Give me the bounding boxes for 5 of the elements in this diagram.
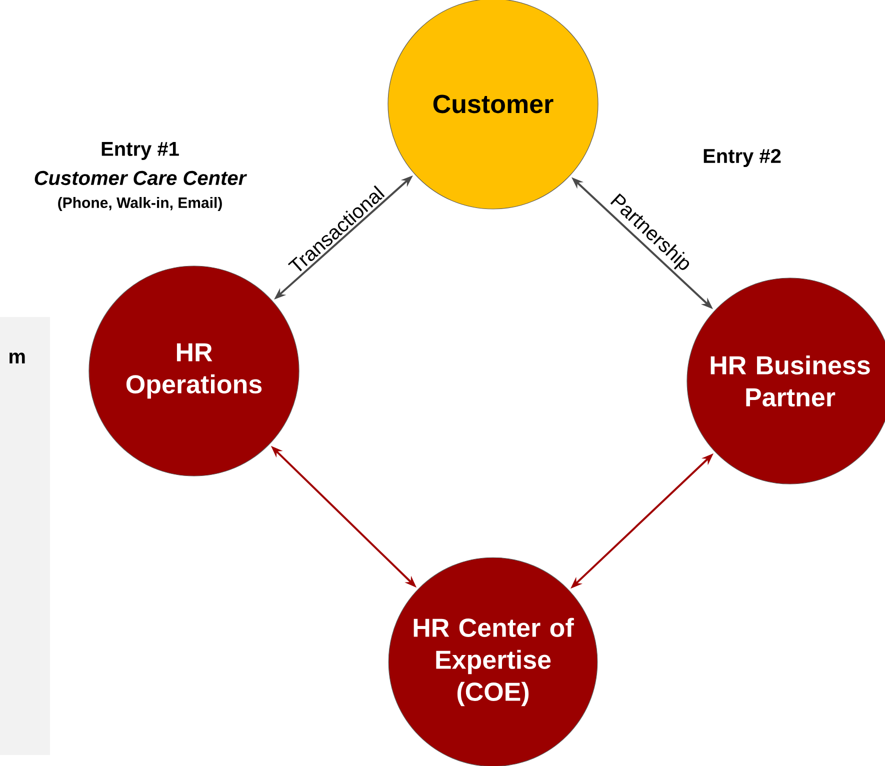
label-text: (Phone, Walk-in, Email) bbox=[58, 197, 222, 211]
label-text: Entry #1 bbox=[102, 142, 179, 160]
label-text: Entry #2 bbox=[704, 148, 781, 168]
label-text: m bbox=[10, 352, 25, 364]
label-text: Customer Care Center bbox=[34, 170, 247, 186]
